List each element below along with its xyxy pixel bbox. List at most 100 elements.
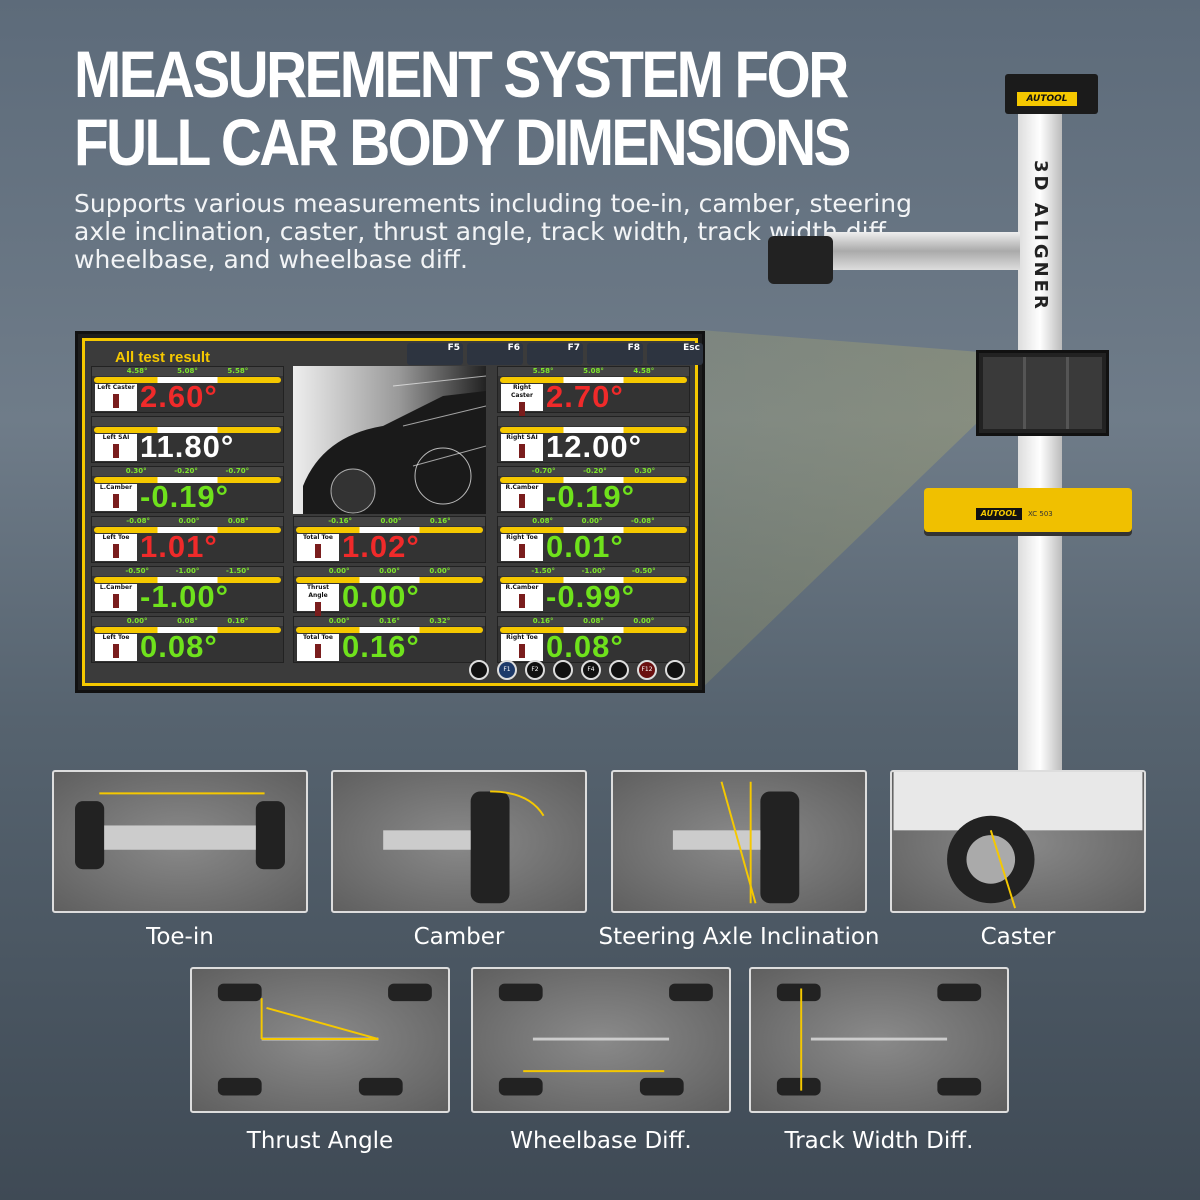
upload-icon[interactable] (553, 660, 573, 680)
label-text: Right SAI (506, 434, 538, 441)
range-value: 0.00° (581, 517, 603, 525)
range-value: -1.50° (531, 567, 555, 575)
car-image (293, 366, 486, 514)
range-value: -1.00° (175, 567, 200, 575)
range-bar (500, 377, 687, 383)
range-value: 0.16° (227, 617, 249, 625)
measurement-value: 1.02° (342, 529, 420, 564)
measurement-cell: -0.50°-1.00°-1.50°L.Camber-1.00° (91, 566, 284, 613)
range-row (92, 417, 283, 426)
measurement-label: Left Caster (95, 384, 137, 411)
undo-icon[interactable]: F12 (637, 660, 657, 680)
range-row: 0.16°0.08°0.00° (498, 617, 689, 626)
fkey-f7[interactable]: F7 (527, 343, 583, 365)
range-value: 5.08° (177, 367, 198, 375)
bottom-toolbar: F1 F2 F4 F12 (469, 660, 685, 680)
range-row: 0.00°0.08°0.16° (92, 617, 283, 626)
range-value: -0.50° (125, 567, 149, 575)
wheel-icon (113, 444, 119, 458)
measurement-label: Total Toe (297, 534, 339, 561)
report-icon[interactable]: F4 (581, 660, 601, 680)
range-row: 4.58°5.08°5.58° (92, 367, 283, 376)
range-value: -0.20° (174, 467, 198, 475)
measurement-value: 0.01° (546, 529, 624, 564)
measurement-value: 2.60° (140, 379, 218, 414)
range-row: -0.16°0.00°0.16° (294, 517, 485, 526)
camera-arm (825, 232, 1020, 270)
user-icon[interactable]: F1 (497, 660, 517, 680)
range-value: 5.08° (583, 367, 604, 375)
range-row: -1.50° -1.00° -0.50° (498, 567, 689, 576)
range-bar (94, 577, 281, 583)
measurement-value: -1.00° (140, 579, 230, 614)
feature-image (611, 770, 867, 913)
tower-cap: AUTOOL (1005, 74, 1098, 114)
fkey-f8[interactable]: F8 (587, 343, 643, 365)
headline: Measurement System for Full Car Body Dim… (74, 37, 851, 179)
measurement-cell: -0.70°-0.20°0.30°R.Camber-0.19° (497, 466, 690, 513)
bar-chart-icon[interactable] (609, 660, 629, 680)
screen-title: All test result (115, 349, 211, 366)
range-value: 0.16° (379, 617, 400, 625)
fkey-f5[interactable]: F5 (407, 343, 463, 365)
measurement-value: 0.08° (140, 629, 218, 664)
wheel-icon (113, 644, 119, 658)
measurement-cell: -1.50°-1.00°-0.50°R.Camber-0.99° (497, 566, 690, 613)
brand-logo: AUTOOL (1017, 92, 1077, 106)
wheel-icon (519, 594, 525, 608)
range-value: -0.50° (631, 567, 656, 575)
range-value: 0.00° (379, 567, 400, 575)
range-value: 0.16° (429, 517, 451, 525)
label-text: Left Toe (102, 534, 130, 541)
fkey-f6[interactable]: F6 (467, 343, 523, 365)
feature-image (890, 770, 1146, 913)
wrench-icon[interactable] (469, 660, 489, 680)
range-row: 5.58°5.08°4.58° (498, 367, 689, 376)
range-value: -0.70° (225, 467, 250, 475)
range-row: -0.50°-1.00°-1.50° (92, 567, 283, 576)
measurement-label: Left Toe (95, 534, 137, 561)
range-value: -0.08° (631, 517, 655, 525)
measurement-label: Left SAI (95, 434, 137, 461)
range-value: -0.08° (126, 517, 150, 525)
webcam-icon[interactable]: F2 (525, 660, 545, 680)
range-value: 4.58° (126, 367, 148, 375)
label-text: Right Toe (506, 534, 538, 541)
wheel-icon (315, 602, 321, 616)
label-text: Right Toe (506, 634, 538, 641)
measurement-label: R.Camber (501, 584, 543, 611)
range-bar (500, 627, 687, 633)
range-value: 0.08° (177, 617, 198, 625)
range-value: -0.20° (583, 467, 607, 475)
label-text: L.Camber (99, 584, 133, 591)
wheel-icon (113, 394, 119, 408)
cabinet-logo: AUTOOL (976, 508, 1022, 520)
fkey-esc[interactable]: Esc (647, 343, 703, 365)
wheel-icon (519, 402, 525, 416)
feature-label: Steering Axle Inclination (598, 924, 880, 950)
measurement-value: -0.19° (140, 479, 230, 514)
measurement-label: L.Camber (95, 484, 137, 511)
wheel-icon (519, 544, 525, 558)
label-text: R.Camber (505, 584, 539, 591)
wheel-icon (519, 644, 525, 658)
measurement-value: 0.00° (342, 579, 420, 614)
measurement-value: 0.08° (546, 629, 624, 664)
play-icon[interactable] (665, 660, 685, 680)
camera-icon (768, 236, 833, 284)
range-row: 0.08°0.00°-0.08° (498, 517, 689, 526)
feature-image (331, 770, 587, 913)
feature-image (749, 967, 1009, 1113)
wheel-icon (519, 494, 525, 508)
measurement-value: 1.01° (140, 529, 218, 564)
range-value: -1.00° (581, 567, 606, 575)
